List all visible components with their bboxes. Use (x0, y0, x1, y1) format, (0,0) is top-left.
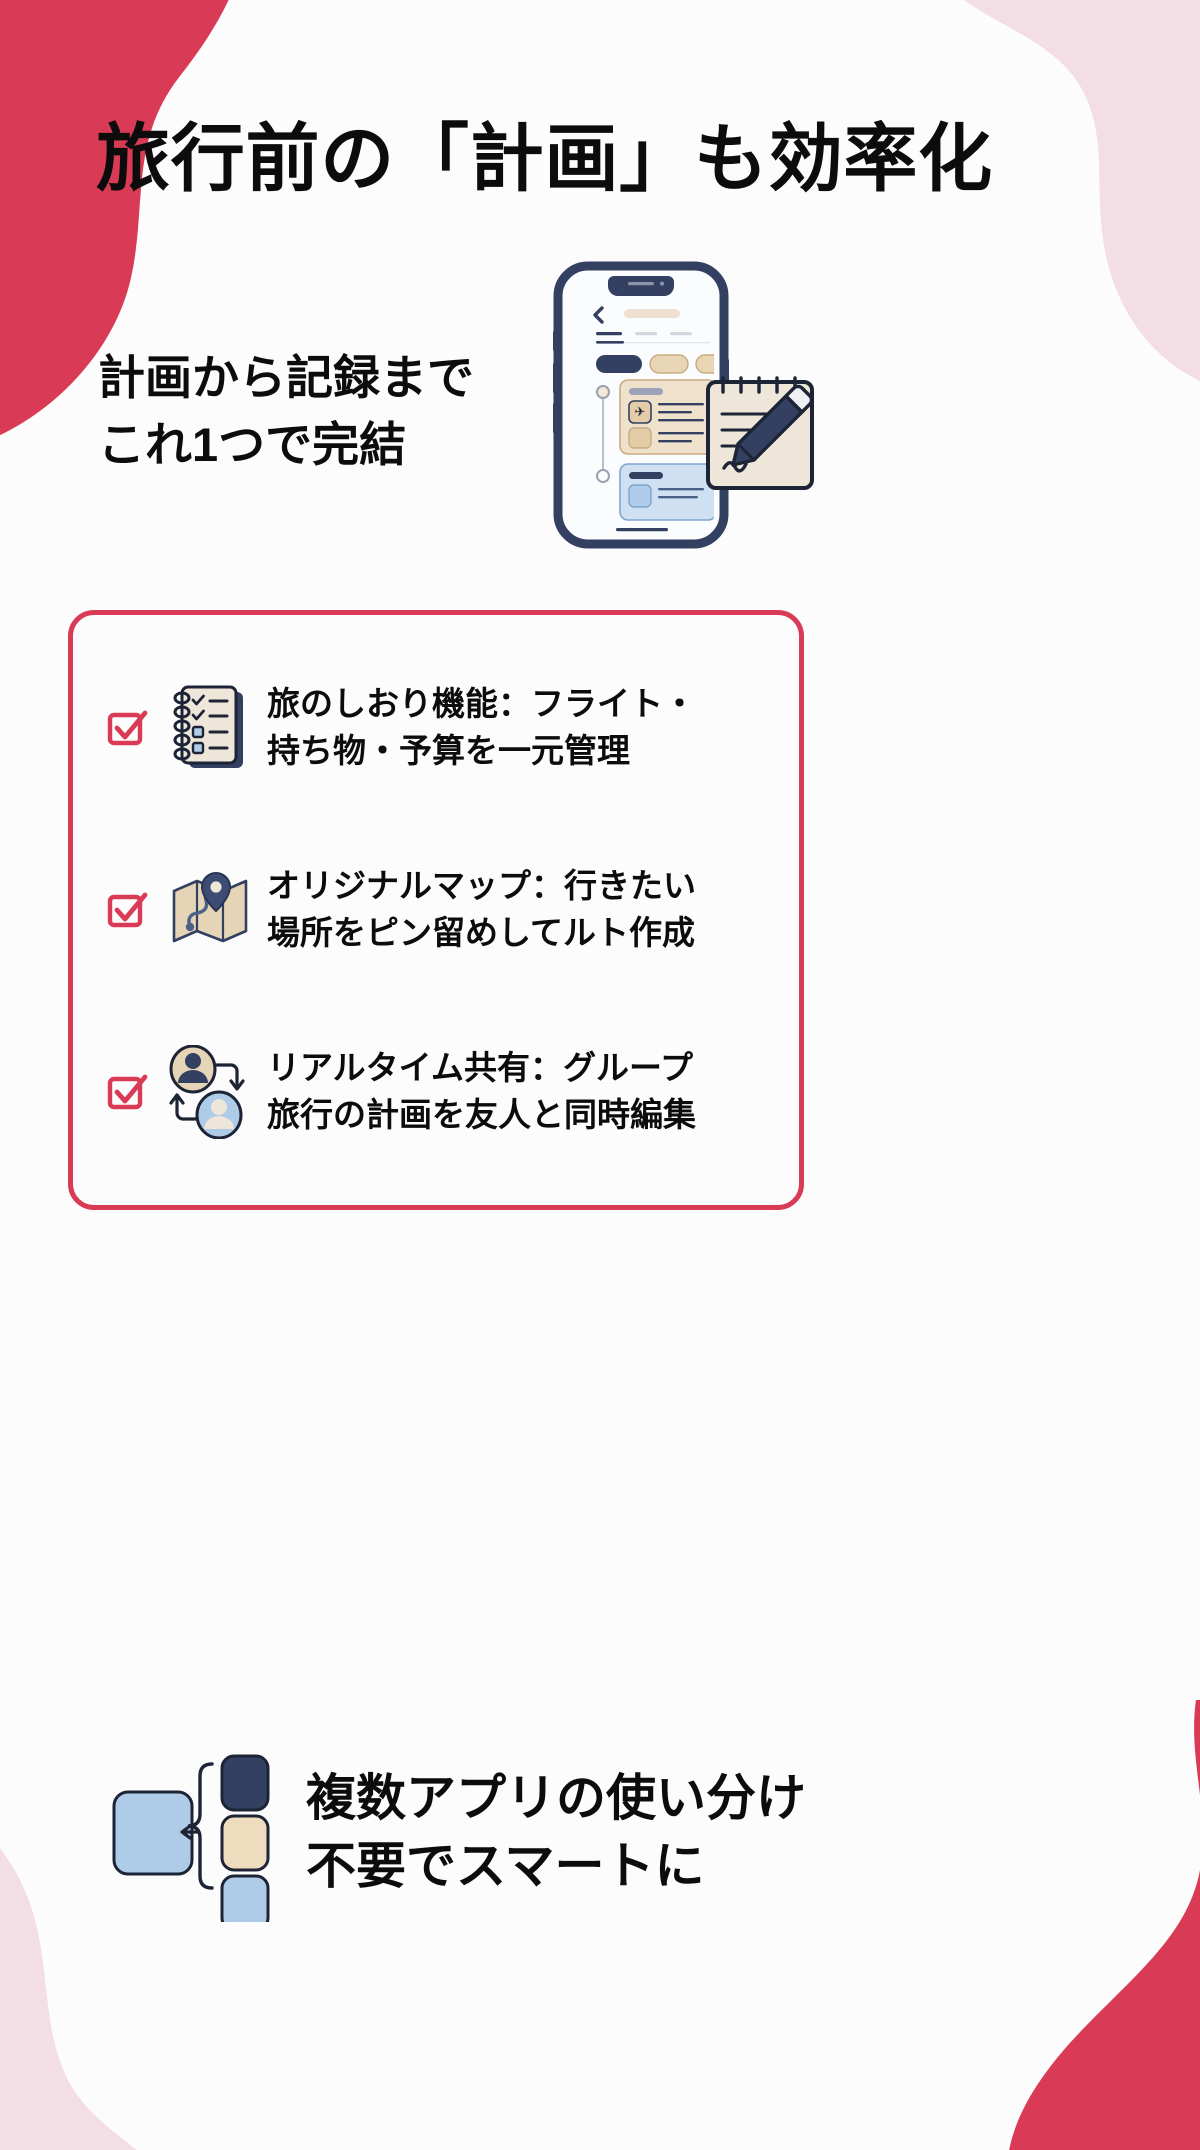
notepad-with-pen-icon (706, 376, 814, 490)
feature-item-itinerary: 旅のしおり機能：フライト・ 持ち物・予算を一元管理 (73, 681, 799, 775)
subheading-line-1: 計画から記録まで (98, 351, 474, 404)
feature-line-1: オリジナルマップ：行きたい (267, 867, 696, 905)
checked-checkbox-icon (105, 888, 149, 932)
two-people-sync-icon (167, 1045, 253, 1139)
hero-illustration: ✈ (540, 252, 840, 562)
feature-line-2: 旅行の計画を友人と同時編集 (267, 1096, 696, 1133)
page-title: 旅行前の「計画」も効率化 (96, 117, 993, 200)
checked-checkbox-icon (105, 1070, 149, 1114)
feature-item-text: 旅のしおり機能：フライト・ 持ち物・予算を一元管理 (267, 681, 773, 775)
flight-glyph: ✈ (635, 404, 646, 419)
feature-line-1: リアルタイム共有：グループ (267, 1049, 694, 1087)
closing-line-2: 不要でスマートに (306, 1838, 705, 1894)
closing-line-1: 複数アプリの使い分け (306, 1770, 806, 1826)
folded-map-with-pin-icon (167, 865, 253, 955)
closing-statement: 複数アプリの使い分け 不要でスマートに (100, 1742, 1100, 1922)
feature-list: 旅のしおり機能：フライト・ 持ち物・予算を一元管理 (73, 615, 799, 1205)
pen-icon (731, 384, 814, 467)
checklist-notepad-icon (167, 683, 253, 773)
feature-item-text: リアルタイム共有：グループ 旅行の計画を友人と同時編集 (267, 1045, 773, 1139)
subheading-line-2: これ1つで完結 (98, 417, 407, 471)
closing-text: 複数アプリの使い分け 不要でスマートに (306, 1764, 1100, 1900)
one-app-replaces-many-icon (100, 1742, 290, 1922)
feature-item-realtime-share: リアルタイム共有：グループ 旅行の計画を友人と同時編集 (73, 1045, 799, 1139)
feature-list-card: 旅のしおり機能：フライト・ 持ち物・予算を一元管理 (68, 610, 804, 1210)
feature-item-text: オリジナルマップ：行きたい 場所をピン留めしてルト作成 (267, 863, 773, 957)
feature-item-map: オリジナルマップ：行きたい 場所をピン留めしてルト作成 (73, 863, 799, 957)
checked-checkbox-icon (105, 706, 149, 750)
feature-line-2: 持ち物・予算を一元管理 (267, 732, 630, 769)
feature-line-1: 旅のしおり機能：フライト・ (267, 685, 696, 723)
feature-line-2: 場所をピン留めしてルト作成 (267, 914, 696, 951)
subheading: 計画から記録まで これ1つで完結 (98, 345, 568, 478)
smartphone-icon: ✈ (553, 261, 729, 549)
